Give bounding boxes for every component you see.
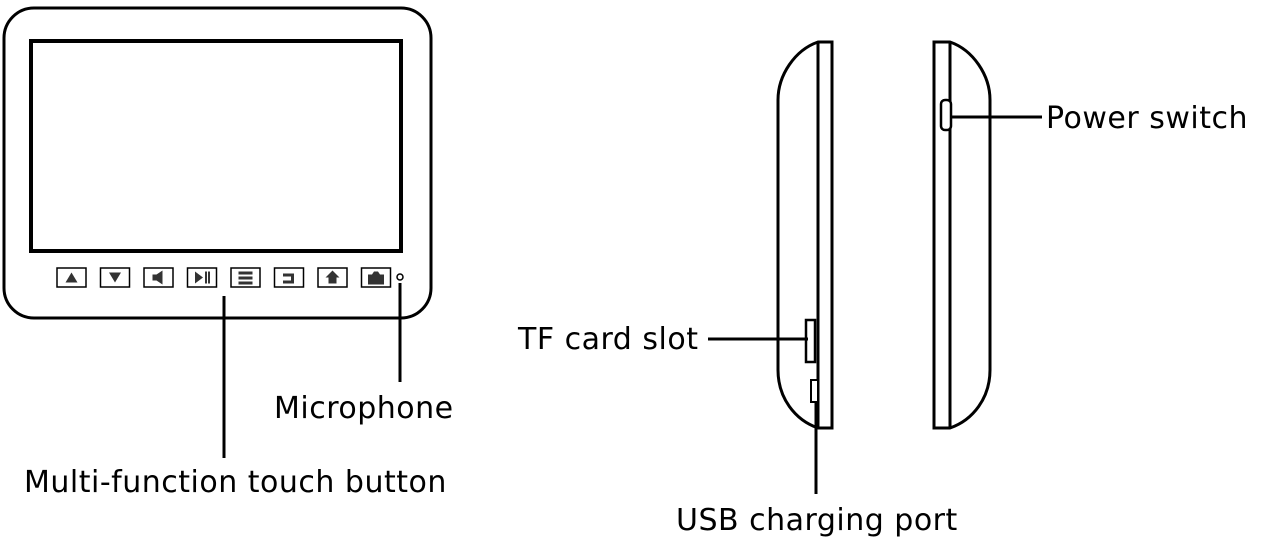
touch-button-label: Multi-function touch button bbox=[24, 465, 447, 500]
touch-button bbox=[360, 267, 392, 288]
device-body bbox=[2, 6, 433, 320]
touch-button bbox=[56, 267, 87, 288]
play-pause-icon bbox=[195, 271, 210, 284]
touch-button bbox=[186, 267, 218, 288]
tf-card-slot bbox=[804, 318, 817, 364]
right-side-view: Power switch bbox=[932, 40, 1248, 430]
tf-card-label: TF card slot bbox=[517, 322, 698, 357]
down-arrow-icon bbox=[109, 272, 121, 283]
front-view: Microphone Multi-function touch button bbox=[2, 6, 454, 500]
microphone-label: Microphone bbox=[274, 391, 454, 426]
camera-icon bbox=[368, 271, 384, 285]
home-icon bbox=[325, 270, 340, 284]
usb-label: USB charging port bbox=[676, 503, 958, 538]
menu-icon bbox=[238, 271, 253, 285]
touch-button-frame bbox=[273, 267, 305, 288]
return-icon bbox=[283, 273, 294, 284]
power-switch-label: Power switch bbox=[1046, 101, 1248, 136]
up-arrow-icon bbox=[65, 272, 78, 283]
touch-button bbox=[317, 267, 348, 288]
microphone-hole bbox=[396, 273, 404, 281]
right-side-body bbox=[932, 40, 992, 430]
touch-button bbox=[143, 267, 174, 288]
touch-button bbox=[99, 267, 131, 288]
left-side-body bbox=[776, 40, 834, 430]
touch-button bbox=[230, 267, 261, 288]
volume-icon bbox=[152, 270, 163, 285]
touch-button bbox=[273, 267, 305, 288]
touch-button-row bbox=[56, 267, 392, 288]
usb-charging-port bbox=[810, 379, 819, 403]
left-side-view: TF card slot USB charging port bbox=[517, 40, 958, 538]
power-switch bbox=[939, 98, 953, 132]
display-screen bbox=[29, 39, 403, 253]
